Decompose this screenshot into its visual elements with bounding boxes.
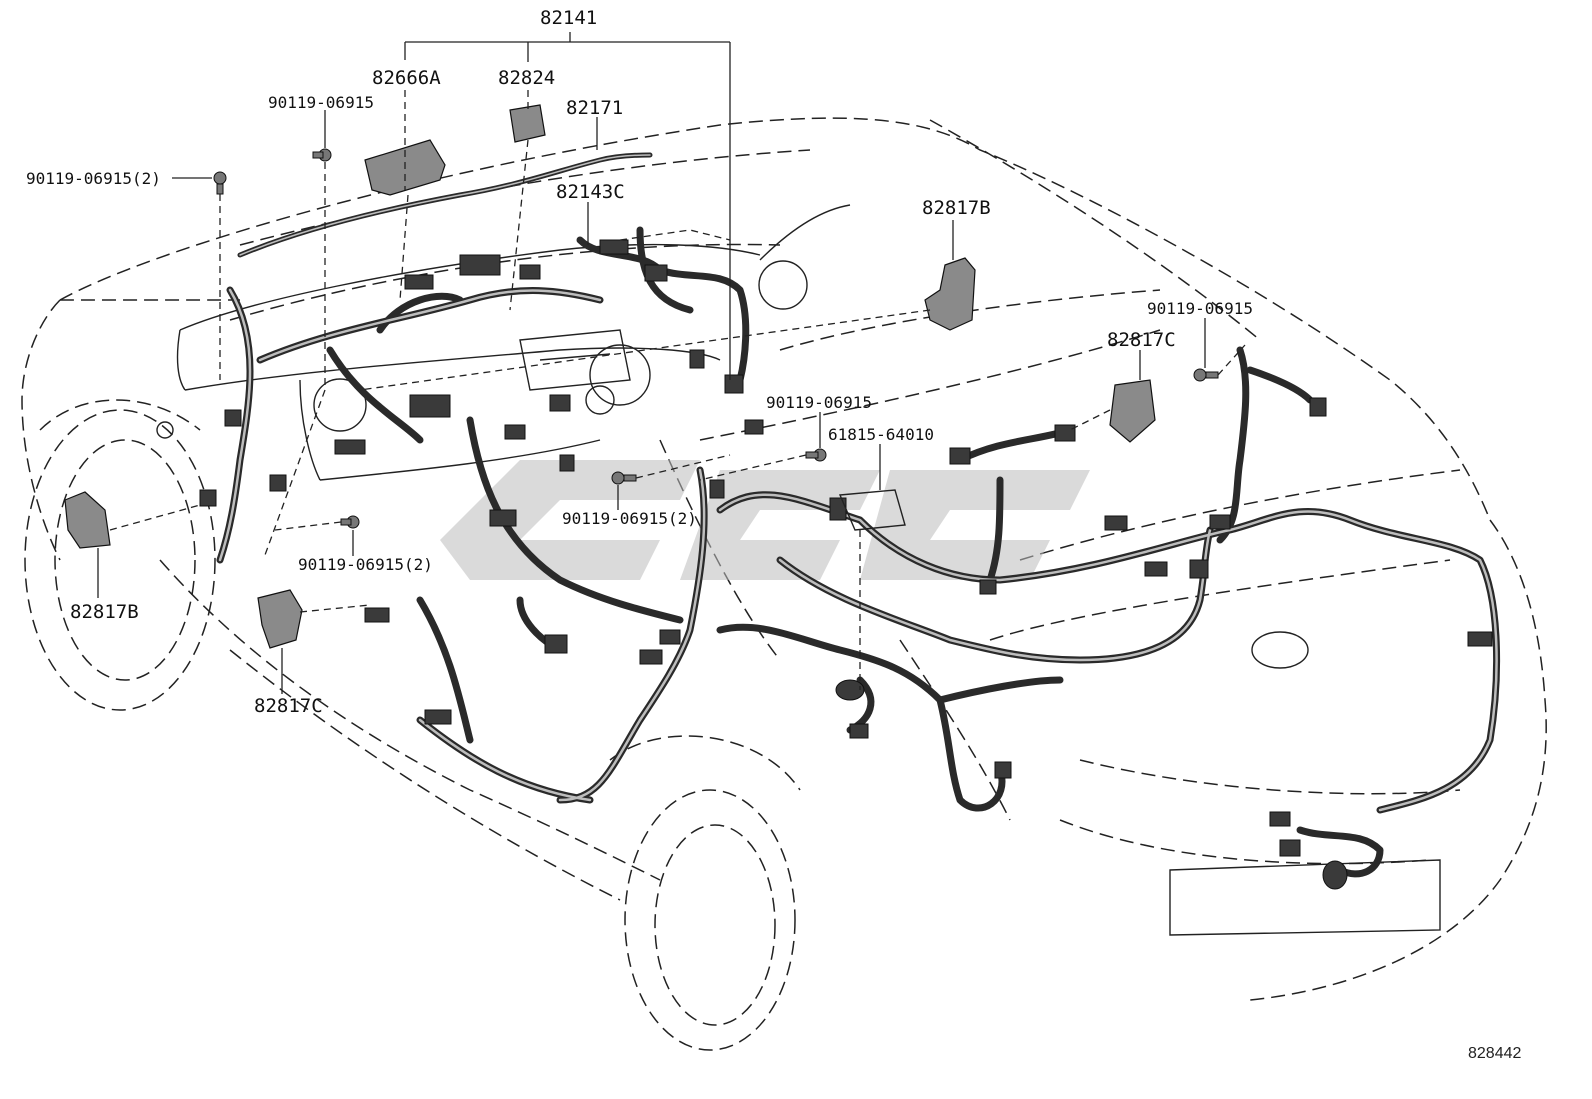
part-82824 bbox=[509, 104, 546, 143]
label-bolt-b: 90119-06915(2) bbox=[26, 169, 161, 188]
dashboard bbox=[156, 204, 1441, 936]
watermark-shape-3 bbox=[860, 470, 1090, 580]
part-labels: 82141 82666A 82824 82171 82143C 82817B 8… bbox=[26, 7, 1521, 1062]
label-bolt-a: 90119-06915 bbox=[268, 93, 374, 112]
label-82143c: 82143C bbox=[556, 181, 625, 203]
label-bolt-d: 90119-06915 bbox=[766, 393, 872, 412]
label-82817b-left: 82817B bbox=[70, 601, 139, 623]
label-protector: 61815-64010 bbox=[828, 425, 934, 444]
bolt-icon bbox=[312, 148, 332, 162]
wire-82171 bbox=[237, 152, 653, 258]
label-82817b-upper: 82817B bbox=[922, 197, 991, 219]
label-82817c-left: 82817C bbox=[254, 695, 323, 717]
part-61815-64010 bbox=[838, 489, 906, 531]
bolt-icon bbox=[340, 515, 360, 529]
bolt-icon bbox=[805, 448, 827, 462]
label-82141: 82141 bbox=[540, 7, 597, 29]
label-82817c-mid: 82817C bbox=[1107, 329, 1176, 351]
bolts bbox=[213, 148, 1219, 529]
label-bolt-e: 90119-06915(2) bbox=[562, 509, 697, 528]
drawing-number: 828442 bbox=[1468, 1045, 1521, 1062]
label-bolt-c: 90119-06915 bbox=[1147, 299, 1253, 318]
part-82817b-upper bbox=[924, 257, 976, 331]
part-82817b-left bbox=[64, 491, 111, 549]
label-bolt-f: 90119-06915(2) bbox=[298, 555, 433, 574]
part-82817c-mid bbox=[1109, 379, 1156, 443]
connectors bbox=[199, 239, 1493, 890]
bolt-icon bbox=[213, 171, 227, 195]
label-82171: 82171 bbox=[566, 97, 623, 119]
wiring-harness bbox=[216, 226, 1501, 878]
front-wheel bbox=[24, 399, 216, 711]
label-82824: 82824 bbox=[498, 67, 555, 89]
car-body-outline bbox=[21, 117, 1547, 1001]
label-82666a: 82666A bbox=[372, 67, 441, 89]
rear-wheel bbox=[609, 735, 801, 1051]
bolt-icon bbox=[1193, 368, 1219, 382]
part-82817c-left bbox=[257, 589, 303, 649]
watermark-shape-1 bbox=[440, 460, 700, 580]
leader-lines bbox=[97, 32, 1246, 694]
